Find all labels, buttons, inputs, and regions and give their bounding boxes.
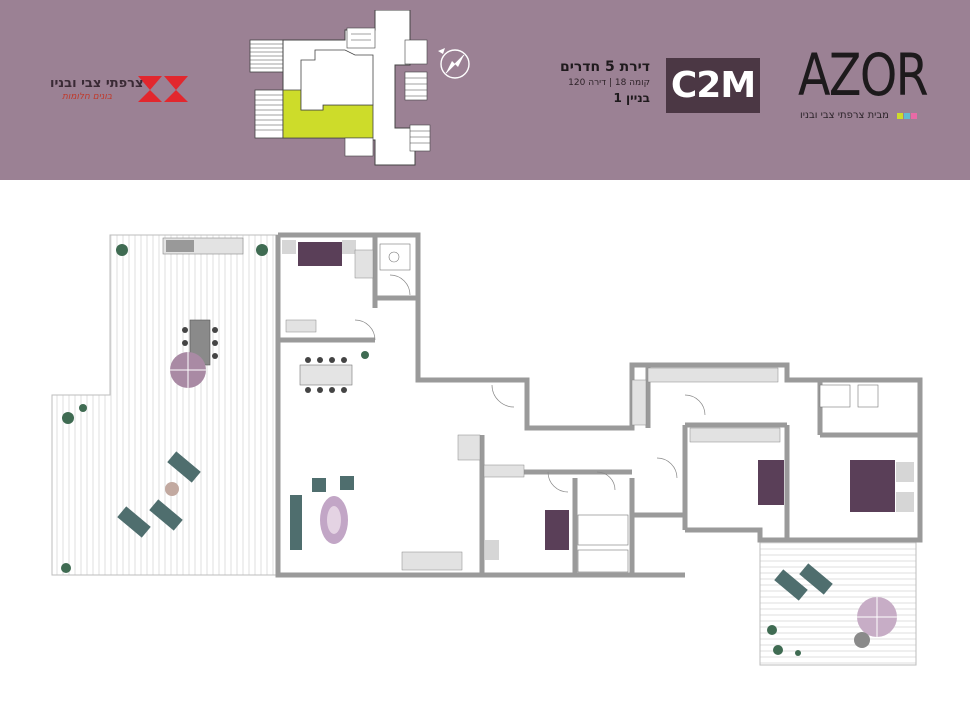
outdoor-kitchen	[162, 237, 244, 255]
walls	[275, 232, 923, 578]
project-logo-dots-icon	[897, 113, 917, 119]
developer-tagline: בונים חלומות	[62, 92, 113, 102]
compass-icon	[438, 48, 470, 79]
key-plan-balcony	[249, 39, 286, 139]
bathroom-fixtures	[379, 243, 879, 573]
sun-lounger	[117, 451, 201, 538]
dining-table	[299, 357, 353, 393]
floor-plan	[51, 232, 923, 666]
apartment-info: דירת 5 חדרים קומה 18 | דירה 120 בניין 1	[520, 58, 650, 106]
developer-name: צרפתי צבי ובניו	[50, 76, 144, 91]
terrace-secondary	[759, 539, 917, 666]
building-number: בניין 1	[613, 91, 650, 105]
apartment-type: דירת 5 חדרים	[560, 59, 650, 75]
header-banner: צרפתי צבי ובניו בונים חלומות	[0, 0, 970, 180]
building-key-plan	[249, 10, 431, 166]
terrace-2-furniture	[774, 563, 897, 648]
doors	[354, 274, 706, 493]
umbrella-icon	[170, 352, 206, 388]
bedroom-2-furniture	[483, 464, 569, 560]
bedroom-furniture	[282, 240, 374, 333]
master-bedroom-furniture	[850, 460, 914, 512]
side-table	[165, 482, 179, 496]
project-logo: AZOR	[798, 41, 929, 109]
developer-logo-icon	[138, 76, 188, 102]
plant-icon	[61, 244, 801, 656]
living-room-furniture	[290, 476, 354, 550]
project-subtitle: מבית צרפתי צבי ובניו	[800, 110, 889, 121]
bedroom-3-furniture	[689, 427, 784, 505]
wardrobe	[401, 367, 779, 571]
terrace-main	[51, 234, 279, 576]
floor-info: קומה 18 | דירה 120	[568, 78, 650, 88]
model-code-badge: C2M	[666, 58, 760, 113]
